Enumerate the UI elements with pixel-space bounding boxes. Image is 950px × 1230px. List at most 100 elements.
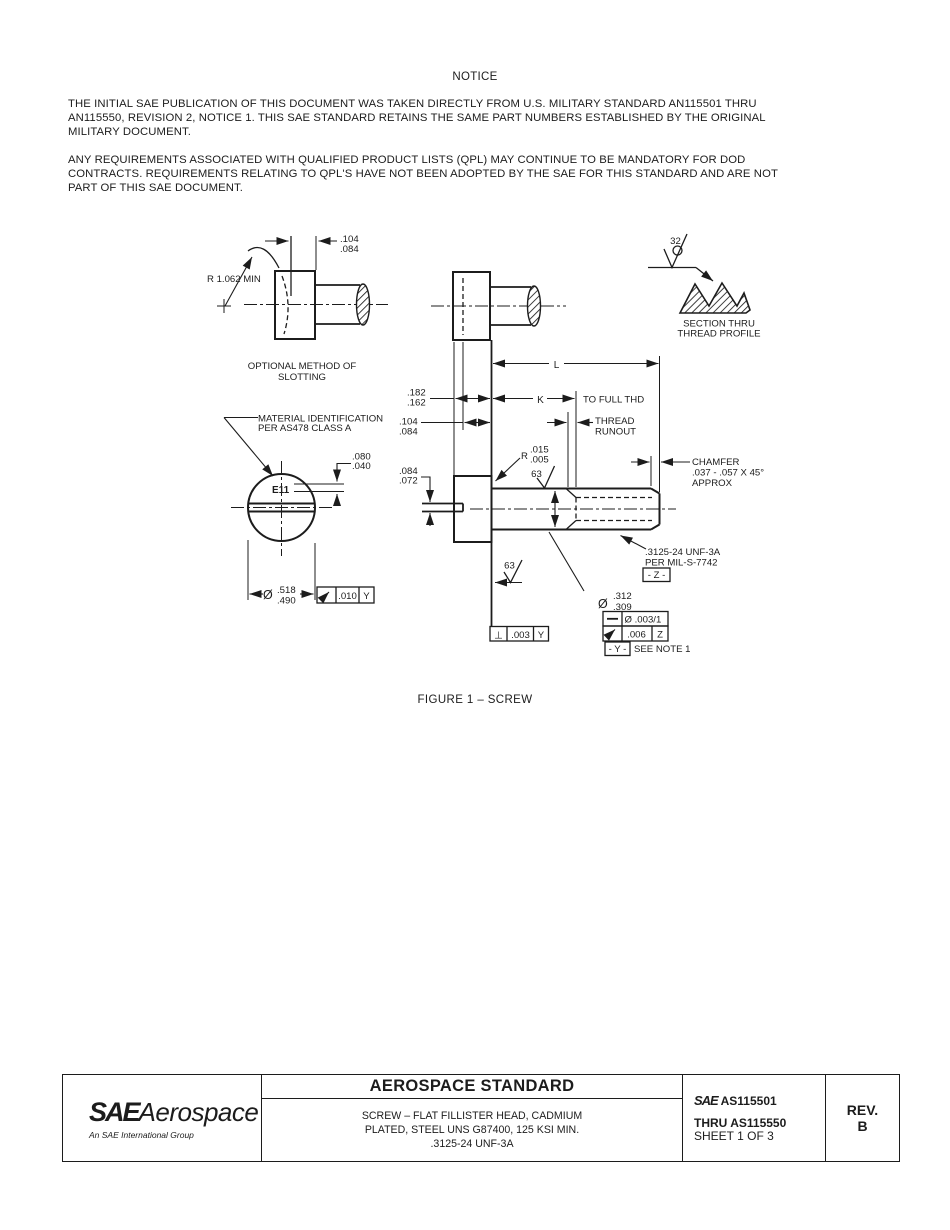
description-line: .3125-24 UNF-3A <box>430 1138 514 1150</box>
radius-arc <box>247 246 280 269</box>
perpendicularity-frame: ⊥ .003 Y <box>489 625 550 642</box>
perp-datum: Y <box>538 630 545 641</box>
figure-caption: FIGURE 1 – SCREW <box>417 694 533 706</box>
view-label: OPTIONAL METHOD OF <box>248 361 357 372</box>
surface-finish-circle-icon <box>672 245 683 256</box>
slot-depth-dim: .104 <box>399 417 418 428</box>
head-height-dim: .162 <box>407 398 426 409</box>
shank-dia-dim: .312 <box>613 591 632 602</box>
revision-label: REV. <box>846 1102 879 1118</box>
paragraph-line: THE INITIAL SAE PUBLICATION OF THIS DOCU… <box>68 98 757 110</box>
straightness-runout-frames: Ø .003/1 .006 Z - Y - SEE NOTE 1 <box>602 610 691 657</box>
revision-cell: REV. B <box>826 1075 899 1161</box>
chamfer-note: .037 - .057 X 45° <box>692 468 764 479</box>
standard-title-cell: AEROSPACE STANDARD SCREW – FLAT FILLISTE… <box>262 1075 683 1161</box>
paragraph-line: ANY REQUIREMENTS ASSOCIATED WITH QUALIFI… <box>68 154 746 166</box>
sheet-number: SHEET 1 OF 3 <box>694 1129 774 1143</box>
figure-1-screw-drawing: .104 .084 R 1.062 MIN OPTIONAL METHOD OF… <box>207 233 764 657</box>
to-full-thd-note: TO FULL THD <box>583 395 644 406</box>
surface-finish-icon <box>536 465 556 490</box>
head-side-view <box>431 271 566 341</box>
paragraph-line: AN115550, REVISION 2, NOTICE 1. THIS SAE… <box>68 111 766 124</box>
runout-value: .006 <box>627 630 646 641</box>
screw-head-outline <box>452 271 491 341</box>
leader-arrow <box>695 266 714 282</box>
thread-spec: .3125-24 UNF-3A <box>645 547 721 558</box>
perp-value: .003 <box>511 630 530 641</box>
marking-height-dim: .080 <box>352 452 371 463</box>
perpendicularity-symbol: ⊥ <box>494 631 503 642</box>
paragraph-line: CONTRACTS. REQUIREMENTS RELATING TO QPL'… <box>68 167 778 180</box>
dim-leader <box>336 462 351 471</box>
diameter-symbol: Ø <box>263 588 273 602</box>
datum-z-label: - Z - <box>648 570 666 581</box>
diameter-symbol: Ø <box>598 597 608 611</box>
slot-width-dim: .084 <box>399 466 418 477</box>
aerospace-logo-text: Aerospace <box>138 1096 259 1127</box>
dim-leader <box>421 476 431 489</box>
notice-paragraph-2: ANY REQUIREMENTS ASSOCIATED WITH QUALIFI… <box>68 154 898 196</box>
leader <box>548 531 585 592</box>
chamfer-edge <box>650 523 661 531</box>
thread-runout-edge <box>565 520 577 530</box>
view-label: SLOTTING <box>278 372 326 383</box>
leader-arrow <box>495 457 521 482</box>
feature-control-frame <box>602 625 669 642</box>
grip-dim: K <box>537 395 544 406</box>
runout-datum: Y <box>363 591 370 602</box>
datum-y-label: - Y - <box>609 644 627 655</box>
slot-width-dim: .072 <box>399 476 418 487</box>
chamfer-note: CHAMFER <box>692 457 740 468</box>
datum-y-box <box>604 641 631 657</box>
see-note: SEE NOTE 1 <box>634 644 691 655</box>
finish-value: 63 <box>504 561 515 572</box>
notice-heading: NOTICE <box>452 71 498 83</box>
document-number-line: SAE AS115501 <box>694 1093 825 1108</box>
runout-icon <box>603 629 616 641</box>
break-ellipse <box>355 283 371 326</box>
fillet-radius-dim: .005 <box>530 455 549 466</box>
screw-head-outline <box>453 475 493 543</box>
runout-frame: .010 Y <box>316 586 375 604</box>
material-id-note: MATERIAL IDENTIFICATION <box>258 414 383 425</box>
leader-arrow <box>620 535 647 550</box>
sae-logo-small: SAE <box>694 1093 719 1108</box>
leader-arrow <box>223 417 274 477</box>
head-face-view: E11 .080 .040 MATERIAL IDENTIFICATION PE… <box>223 414 383 607</box>
thread-runout-note: THREAD <box>595 416 635 427</box>
screw-head-outline <box>274 270 316 340</box>
thread-profile-section: 32 SECTION THRU THREAD PROFILE <box>648 233 761 340</box>
finish-value: 63 <box>531 469 542 480</box>
chamfer-edge <box>650 487 661 495</box>
runout-icon <box>317 591 330 604</box>
feature-control-frame <box>489 625 550 642</box>
notice-paragraph-1: THE INITIAL SAE PUBLICATION OF THIS DOCU… <box>68 98 898 140</box>
section-label: SECTION THRU <box>683 319 755 330</box>
runout-value: .010 <box>338 591 357 602</box>
chamfer-note: APPROX <box>692 478 733 489</box>
thread-spec: PER MIL-S-7742 <box>645 558 718 569</box>
sae-logo-text: SAE <box>89 1096 141 1127</box>
slot-width-dim: .084 <box>340 244 359 255</box>
radius-note: R 1.062 MIN <box>207 274 261 285</box>
paragraph-line: PART OF THIS SAE DOCUMENT. <box>68 181 244 194</box>
thread-runout-note: RUNOUT <box>595 427 636 438</box>
material-marking: E11 <box>272 485 290 496</box>
head-dia-dim: .518 <box>277 585 296 596</box>
head-height-dim: .182 <box>407 388 426 399</box>
fillet-radius: R <box>521 451 528 462</box>
datum-z-box <box>642 567 671 583</box>
slot-depth-dim: .084 <box>399 427 418 438</box>
thread-runout-edge <box>565 488 577 498</box>
finish-value: 32 <box>670 236 681 247</box>
document-thru: THRU AS115550 <box>694 1116 787 1130</box>
break-ellipse <box>526 285 542 327</box>
sae-aerospace-logo: SAEAerospace <box>89 1097 261 1128</box>
shank-dia-dim: .309 <box>613 602 632 613</box>
description-line: PLATED, STEEL UNS G87400, 125 KSI MIN. <box>364 1124 580 1136</box>
main-screw-view: L .182 .162 K TO FULL THD .104 .084 THRE… <box>399 340 764 657</box>
head-circle <box>247 473 316 542</box>
head-dia-dim: .490 <box>277 596 296 607</box>
revision-value: B <box>857 1118 868 1134</box>
fillet-radius-dim: .015 <box>530 445 549 456</box>
